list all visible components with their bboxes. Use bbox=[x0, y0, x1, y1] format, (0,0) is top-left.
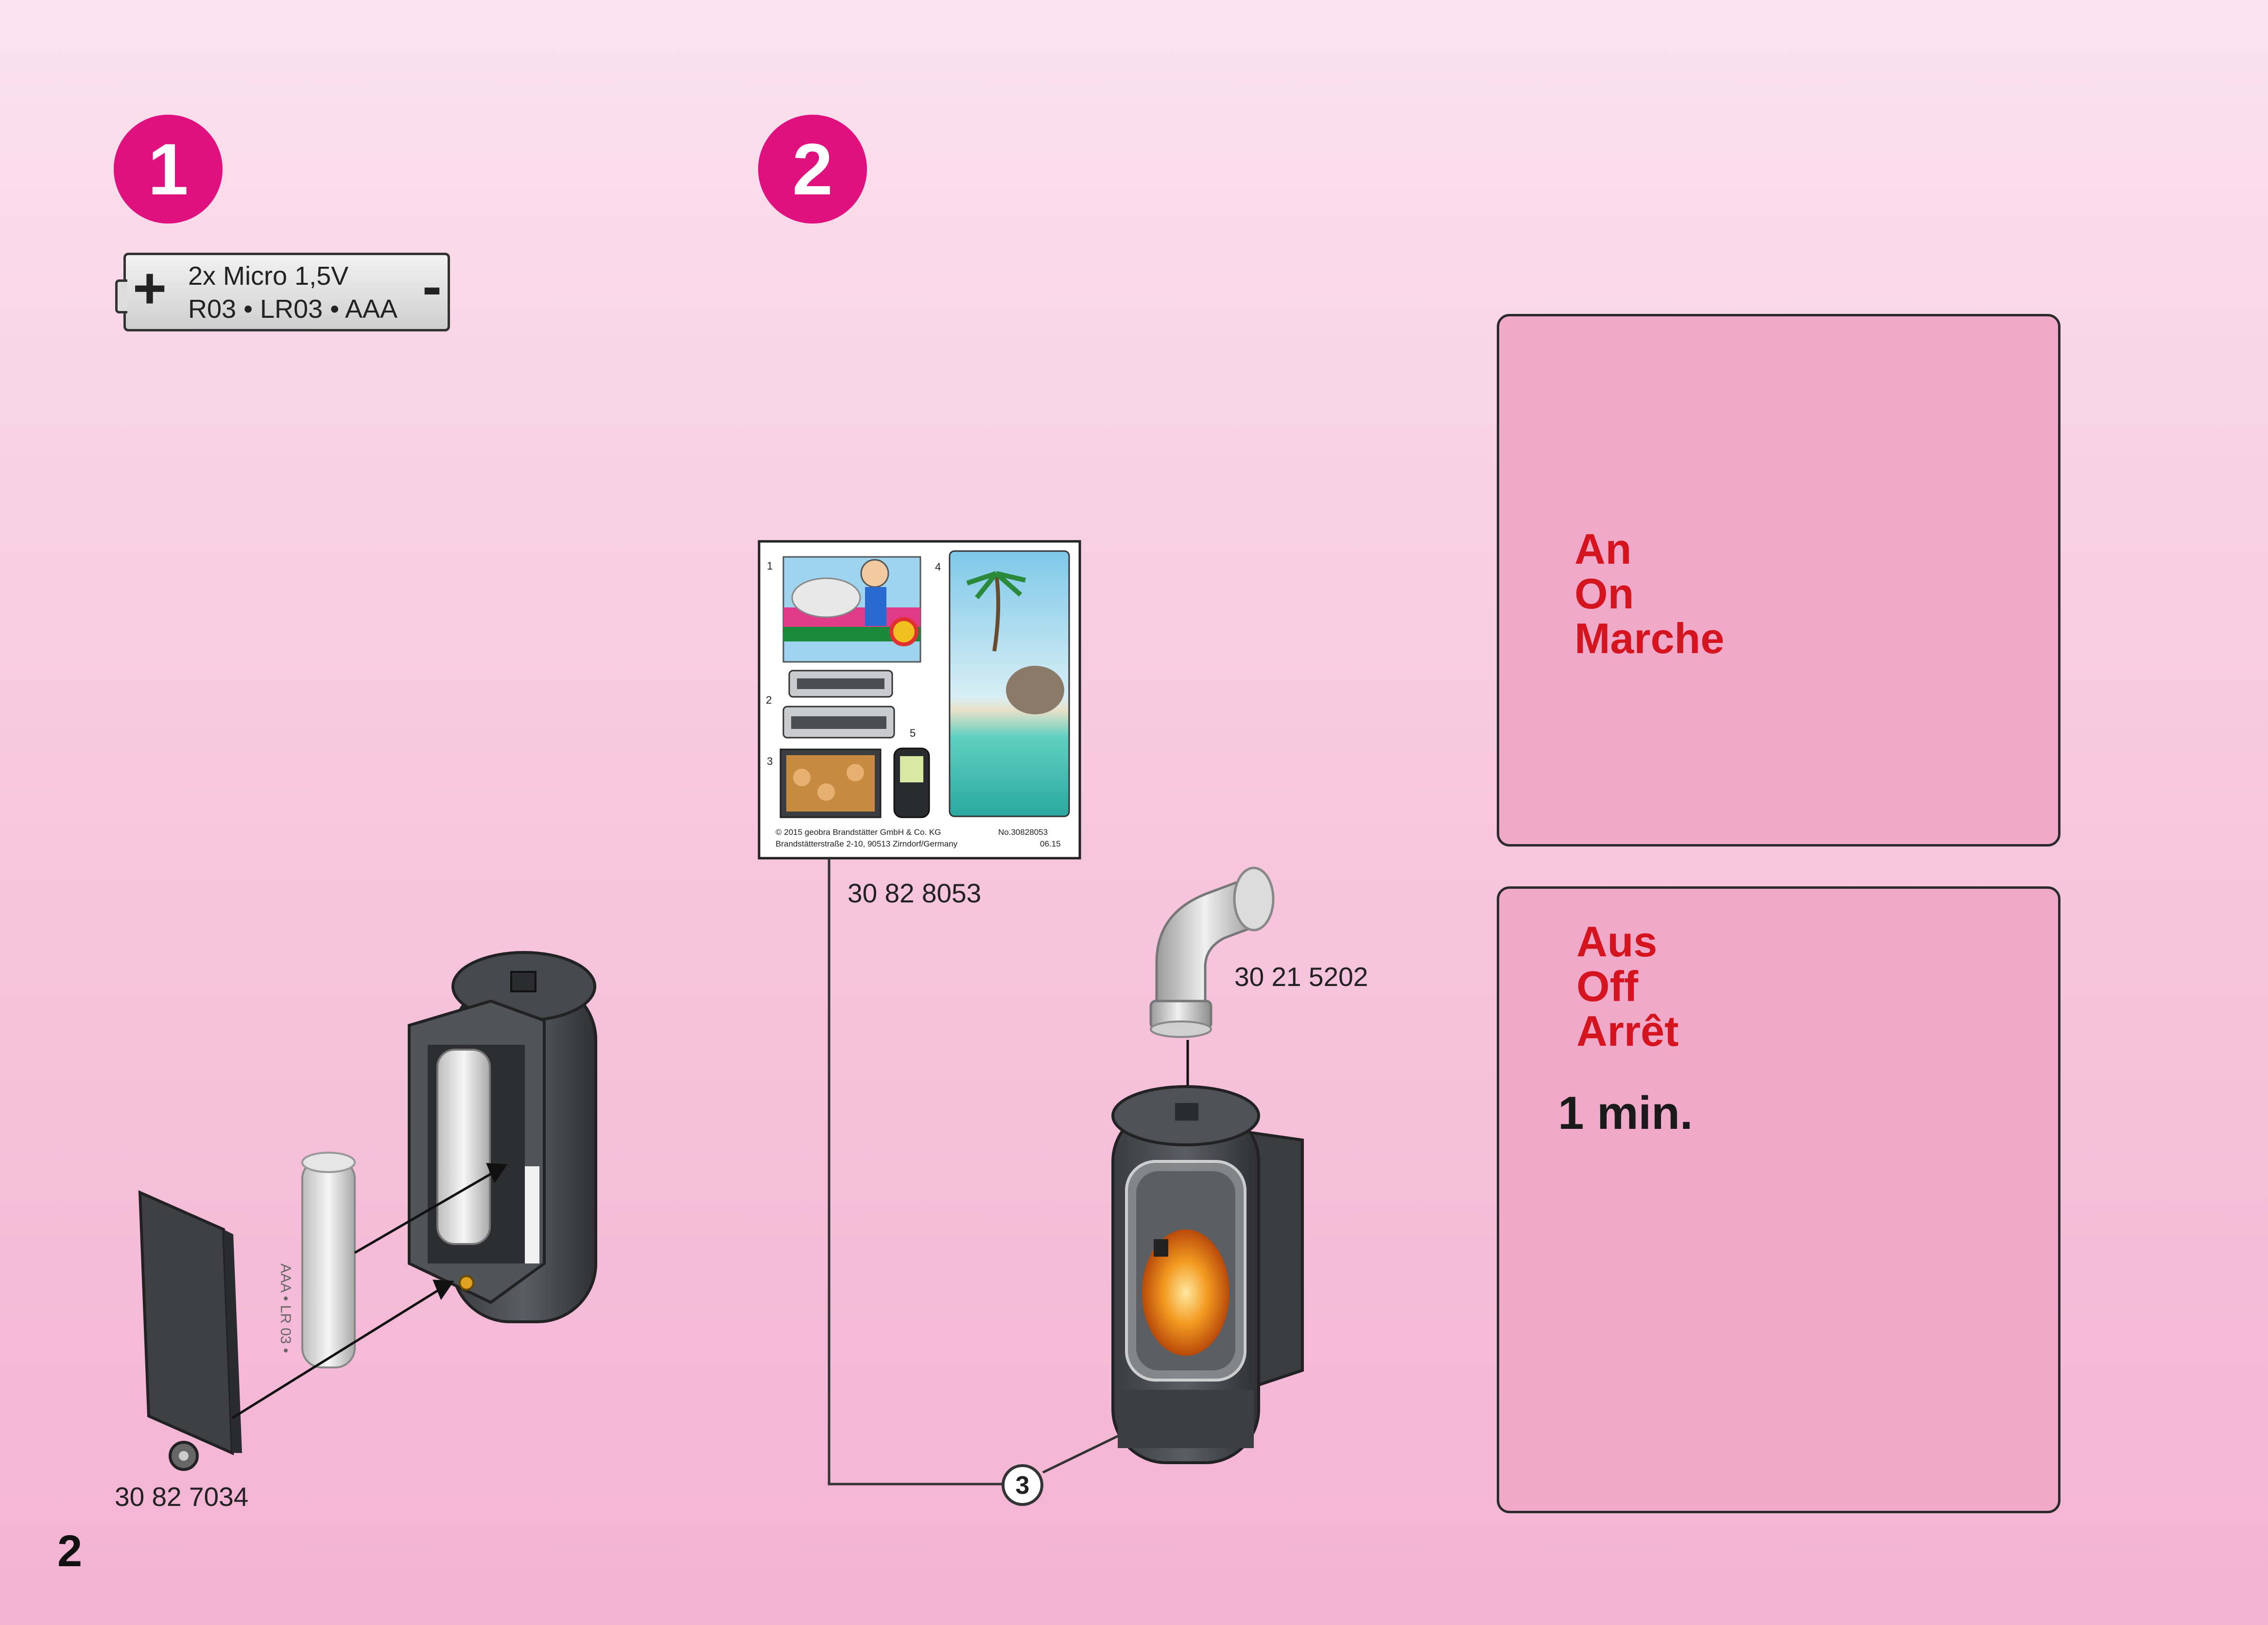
sticker-number-3: 3 bbox=[767, 755, 773, 767]
part-number-stove-pipe: 30 21 5202 bbox=[1234, 961, 1368, 992]
label-on: On bbox=[1575, 571, 1724, 616]
label-arret: Arrêt bbox=[1576, 1009, 1679, 1054]
sticker-sheet bbox=[759, 541, 1080, 858]
sticker-number-2: 2 bbox=[766, 694, 772, 706]
page-number: 2 bbox=[57, 1526, 82, 1577]
label-off: Off bbox=[1576, 964, 1679, 1009]
sticker-number-1: 1 bbox=[767, 560, 773, 572]
sticker-code: No.30828053 bbox=[998, 828, 1048, 837]
timer-label: 1 min. bbox=[1558, 1087, 1693, 1140]
battery-cover-part bbox=[140, 1193, 242, 1469]
sticker-copyright: © 2015 geobra Brandstätter GmbH & Co. KG bbox=[776, 828, 941, 837]
battery-cell-print: AAA • LR 03 • bbox=[277, 1263, 294, 1353]
sticker-date: 06.15 bbox=[1040, 839, 1061, 848]
switch-on-labels: An On Marche bbox=[1575, 527, 1724, 661]
part-number-sticker-sheet: 30 82 8053 bbox=[848, 878, 981, 909]
sticker-address: Brandstätterstraße 2-10, 90513 Zirndorf/… bbox=[776, 839, 958, 848]
aaa-battery-cell bbox=[302, 1153, 355, 1367]
label-marche: Marche bbox=[1575, 616, 1724, 661]
callout-number: 3 bbox=[1016, 1471, 1030, 1500]
sticker-number-4: 4 bbox=[935, 561, 941, 573]
sticker-number-5: 5 bbox=[910, 727, 916, 739]
part-number-battery-cover: 30 82 7034 bbox=[115, 1481, 248, 1512]
label-an: An bbox=[1575, 527, 1724, 571]
stove-step2 bbox=[1113, 1087, 1302, 1463]
label-aus: Aus bbox=[1576, 919, 1679, 964]
switch-off-labels: Aus Off Arrêt bbox=[1576, 919, 1679, 1054]
battery-contact bbox=[460, 1276, 473, 1290]
stove-pipe-part bbox=[1151, 868, 1273, 1037]
sticker-leader-line bbox=[829, 858, 1003, 1484]
stove-battery-compartment bbox=[409, 952, 596, 1322]
